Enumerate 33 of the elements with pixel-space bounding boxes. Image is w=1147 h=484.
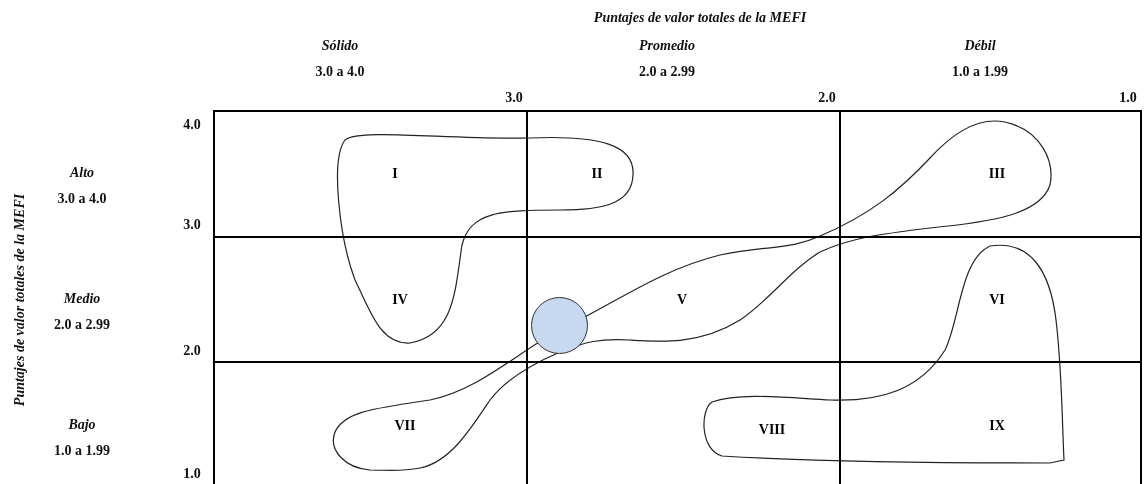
cell-numeral: IV (392, 292, 408, 308)
cell-numeral: III (988, 166, 1006, 182)
tick-label: 3.0 (505, 90, 523, 106)
tick-label: 1.0 (1119, 90, 1137, 106)
axis-title: Puntajes de valor totales de la MEFI (12, 193, 28, 407)
cell-numeral: I (392, 166, 398, 182)
tick-label: 2.0 (183, 343, 201, 359)
cell-numeral: VI (989, 292, 1005, 308)
cell-numeral: VII (394, 418, 416, 434)
cell-numeral: IX (989, 418, 1005, 434)
range-label: 1.0 a 1.99 (952, 64, 1008, 80)
tick-label: 4.0 (183, 117, 201, 133)
category-label: Sólido (321, 38, 359, 54)
tick-label: 3.0 (183, 217, 201, 233)
cell-numeral: II (591, 166, 603, 182)
category-label: Débil (964, 38, 996, 54)
matrix-cell (213, 110, 528, 238)
category-label: Alto (69, 165, 95, 181)
category-label: Medio (63, 291, 101, 307)
tick-label: 1.0 (183, 466, 201, 482)
range-label: 2.0 a 2.99 (54, 317, 110, 333)
position-marker (531, 297, 588, 354)
axis-title: Puntajes de valor totales de la MEFI (593, 10, 807, 26)
range-label: 3.0 a 4.0 (57, 191, 107, 207)
range-label: 1.0 a 1.99 (54, 443, 110, 459)
range-label: 3.0 a 4.0 (315, 64, 365, 80)
category-label: Promedio (639, 38, 695, 54)
cell-numeral: V (676, 292, 688, 308)
tick-label: 2.0 (818, 90, 836, 106)
matrix-cell (839, 110, 1142, 238)
cell-numeral: VIII (758, 422, 786, 438)
category-label: Bajo (68, 417, 96, 433)
range-label: 2.0 a 2.99 (639, 64, 695, 80)
